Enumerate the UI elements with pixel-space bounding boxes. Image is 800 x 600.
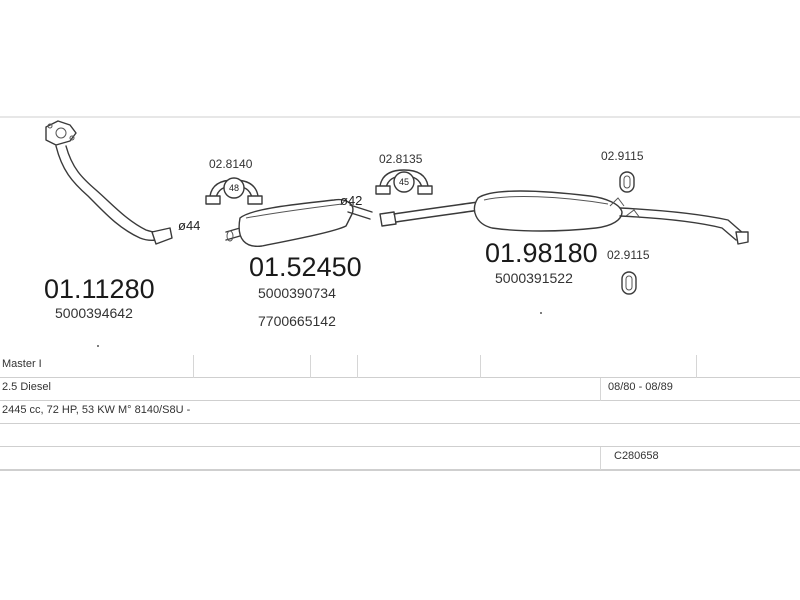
clamp-1-size: 48 <box>229 183 239 193</box>
vehicle-model: Master I <box>2 358 42 370</box>
info-row-code: C280658 <box>0 447 800 470</box>
oem-number-middle-silencer-2: 7700665142 <box>258 313 336 329</box>
diameter-label-middle: ø42 <box>340 193 362 208</box>
vehicle-engine: 2.5 Diesel <box>2 381 51 393</box>
info-row-model: Master I <box>0 355 800 378</box>
rubber-ring-2-drawing <box>621 271 637 295</box>
info-row-empty <box>0 424 800 447</box>
vehicle-spec: 2445 cc, 72 HP, 53 KW M° 8140/S8U - <box>2 404 191 416</box>
middle-silencer-drawing <box>225 198 373 247</box>
clamp-2-part-number: 02.8135 <box>379 152 423 166</box>
ring-1-part-number: 02.9115 <box>601 149 644 163</box>
info-row-bottom <box>0 470 800 471</box>
part-number-rear-silencer: 01.98180 <box>485 238 598 268</box>
oem-number-front-pipe: 5000394642 <box>55 305 133 321</box>
oem-number-rear-silencer: 5000391522 <box>495 270 573 286</box>
clamp-1-drawing <box>205 177 263 205</box>
front-pipe-drawing <box>45 120 173 245</box>
stray-dot <box>97 345 99 347</box>
clamp-2-size: 45 <box>399 177 409 187</box>
vehicle-code: C280658 <box>614 450 659 462</box>
oem-number-middle-silencer-1: 5000390734 <box>258 285 336 301</box>
info-row-engine: 2.5 Diesel 08/80 - 08/89 <box>0 378 800 401</box>
info-row-spec: 2445 cc, 72 HP, 53 KW M° 8140/S8U - <box>0 401 800 424</box>
clamp-2-drawing <box>375 169 433 195</box>
ring-2-part-number: 02.9115 <box>607 248 650 262</box>
clamp-1-part-number: 02.8140 <box>209 157 253 171</box>
vehicle-years: 08/80 - 08/89 <box>608 381 673 393</box>
rubber-ring-1-drawing <box>619 171 635 193</box>
part-number-middle-silencer: 01.52450 <box>249 252 362 282</box>
rear-silencer-drawing <box>379 190 749 245</box>
part-number-front-pipe: 01.11280 <box>44 274 155 304</box>
exhaust-system-diagram: 01.11280 5000394642 01.52450 5000390734 … <box>0 116 800 347</box>
diameter-label-front: ø44 <box>178 218 200 233</box>
stray-dot <box>540 312 542 314</box>
